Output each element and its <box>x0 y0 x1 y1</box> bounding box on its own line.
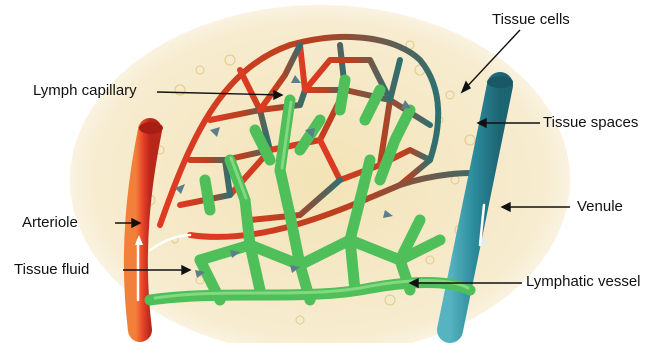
label-lymph-capillary: Lymph capillary <box>33 82 137 99</box>
label-tissue-spaces: Tissue spaces <box>543 114 638 131</box>
label-tissue-fluid: Tissue fluid <box>14 261 89 278</box>
label-lymphatic-vessel: Lymphatic vessel <box>526 273 641 290</box>
venule-opening <box>487 76 513 88</box>
label-venule: Venule <box>577 198 623 215</box>
label-arteriole: Arteriole <box>22 214 78 231</box>
arteriole-opening <box>139 122 163 134</box>
label-tissue-cells: Tissue cells <box>492 11 570 28</box>
